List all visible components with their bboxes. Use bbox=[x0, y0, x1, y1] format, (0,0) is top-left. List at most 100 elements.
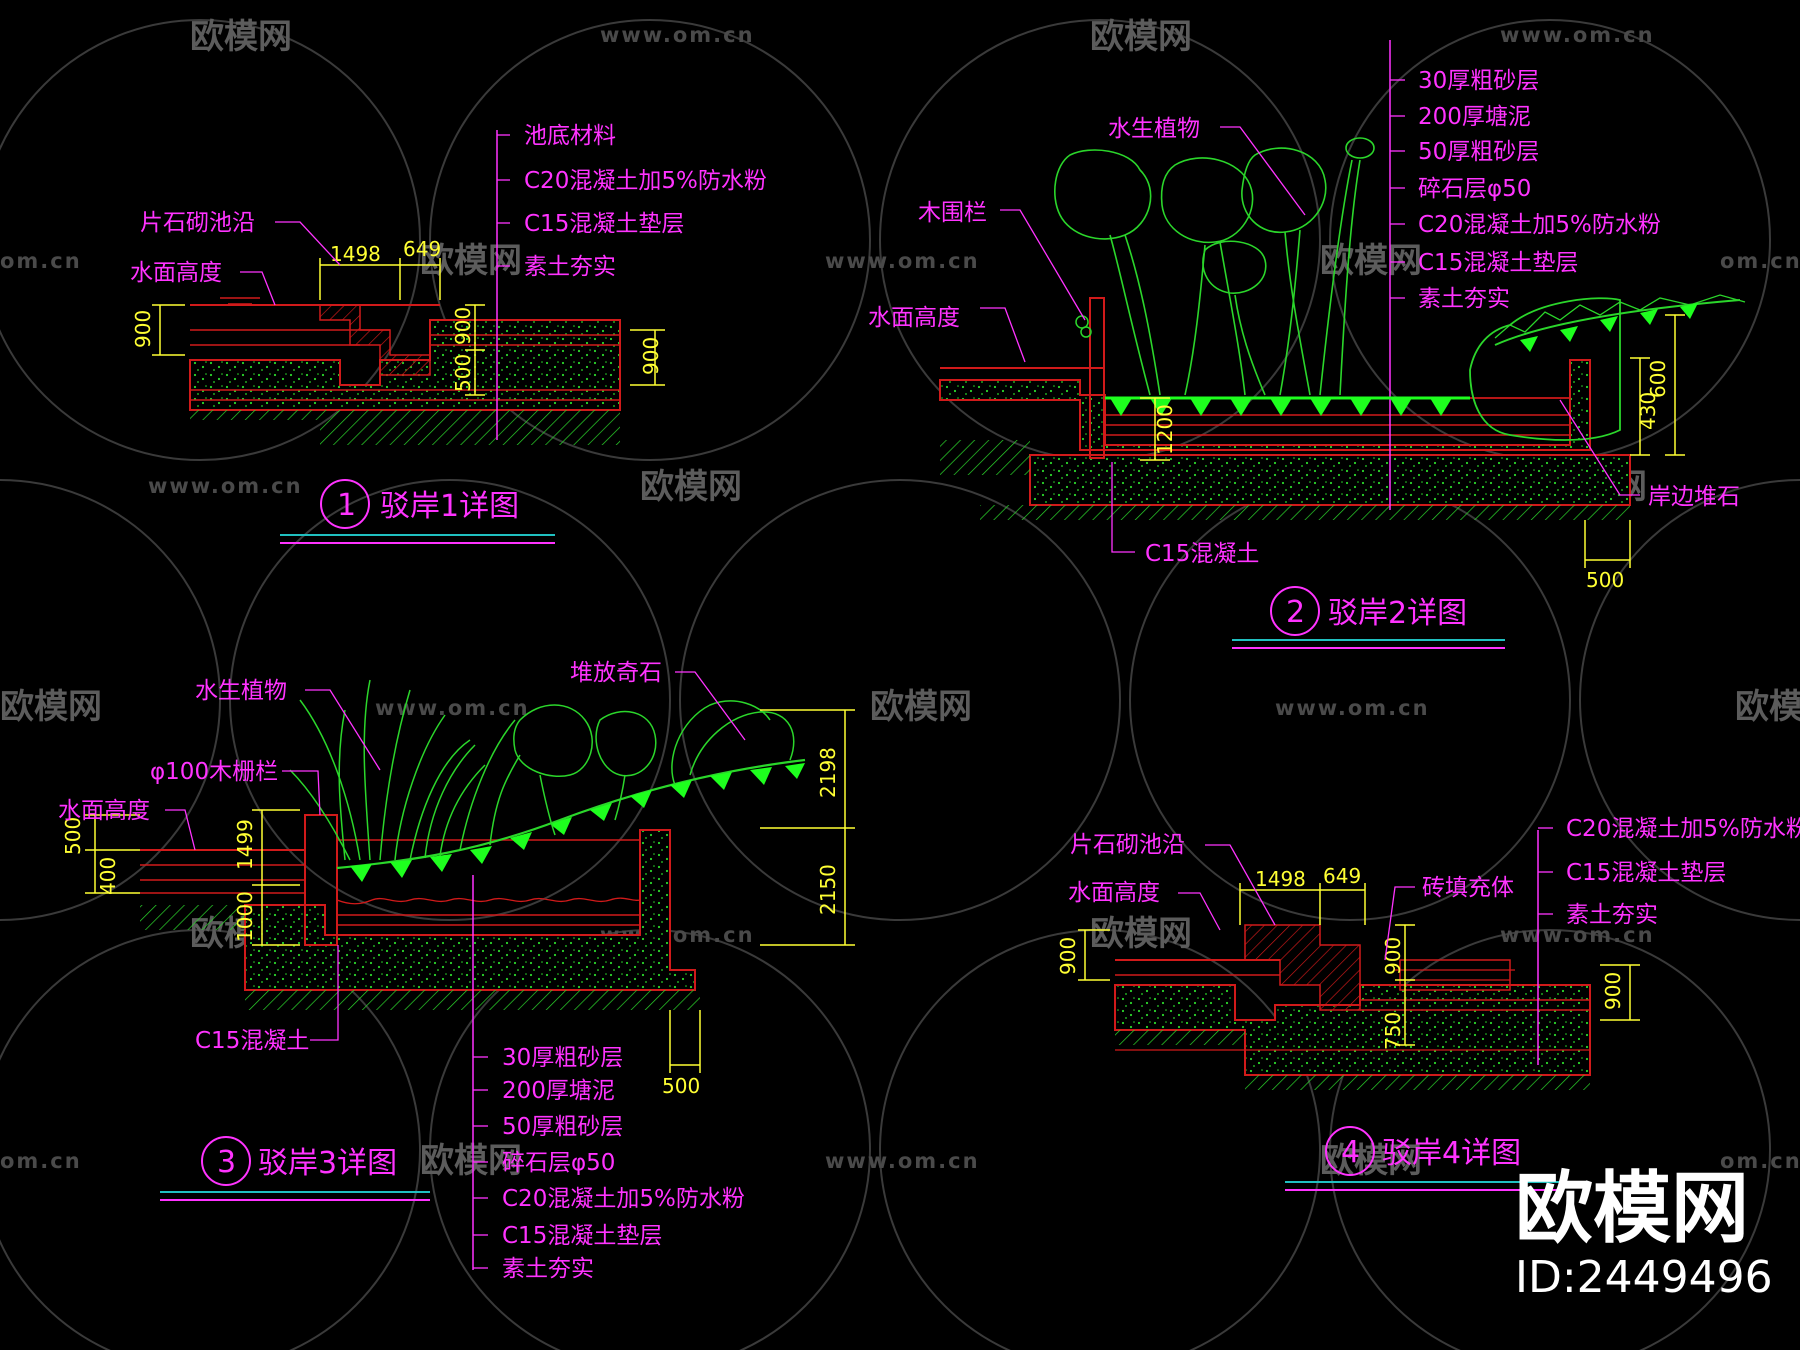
detail-1-label-water-level: 水面高度 bbox=[130, 260, 222, 286]
watermark-url: www.om.cn bbox=[825, 249, 980, 273]
detail-2-title-num: 2 bbox=[1286, 595, 1305, 630]
detail-4-dim-h-mid: 900 bbox=[1381, 937, 1405, 975]
detail-1-label-c15: C15混凝土垫层 bbox=[524, 211, 684, 237]
detail-2-layer: 50厚粗砂层 bbox=[1418, 139, 1539, 165]
watermark-brand: 欧模网 bbox=[190, 17, 292, 57]
detail-4-section bbox=[1114, 830, 1591, 1090]
detail-2-layer: C20混凝土加5%防水粉 bbox=[1418, 212, 1661, 238]
detail-4-title-block: 4 驳岸4详图 bbox=[1285, 1126, 1560, 1191]
detail-3-layer: 200厚塘泥 bbox=[502, 1078, 615, 1104]
detail-1-title: 驳岸1详图 bbox=[380, 489, 519, 524]
watermark-url: www.om.cn bbox=[1500, 923, 1655, 947]
detail-1-title-circle bbox=[320, 479, 370, 529]
detail-1-title-block: 1 驳岸1详图 bbox=[280, 479, 555, 544]
detail-2-dim-h3: 600 bbox=[1646, 360, 1670, 398]
detail-4-label-brick: 砖填充体 bbox=[1422, 875, 1514, 901]
watermark-url: www.om.cn bbox=[825, 1149, 980, 1173]
watermark-texts: 欧模网 欧模网 欧模网 欧模网 欧模网 欧模网 欧模网 欧模网 欧模网 欧模网 … bbox=[0, 17, 1800, 1181]
detail-3-title-block: 3 驳岸3详图 bbox=[160, 1136, 430, 1201]
watermark-url: www.om.cn bbox=[1500, 23, 1655, 47]
detail-3-label-fence: φ100木栅栏 bbox=[150, 759, 278, 785]
detail-2-lotus-plants bbox=[1054, 137, 1375, 396]
detail-4-dim-w2: 649 bbox=[1323, 864, 1361, 888]
detail-3-dim-a: 500 bbox=[61, 817, 85, 855]
detail-2-layer: 碎石层φ50 bbox=[1418, 176, 1531, 202]
detail-3-layer: C20混凝土加5%防水粉 bbox=[502, 1186, 745, 1212]
detail-1-dim-h-low: 500 bbox=[451, 354, 475, 392]
detail-2-layer: 素土夯实 bbox=[1418, 286, 1510, 312]
detail-3-dim-b: 400 bbox=[96, 857, 120, 895]
detail-4-title-num: 4 bbox=[1341, 1135, 1360, 1170]
detail-4-dimensions bbox=[1078, 883, 1640, 1046]
detail-3-label-plants: 水生植物 bbox=[195, 678, 287, 704]
watermark-brand: 欧模网 bbox=[640, 467, 742, 507]
detail-2-dimensions bbox=[1140, 314, 1685, 568]
detail-3-layer: 50厚粗砂层 bbox=[502, 1114, 623, 1140]
detail-3-aquatic-plants bbox=[289, 679, 795, 861]
watermark-url: om.cn bbox=[0, 1149, 82, 1173]
detail-3-layer: C15混凝土垫层 bbox=[502, 1223, 662, 1249]
detail-4-title: 驳岸4详图 bbox=[1382, 1136, 1521, 1171]
detail-4-label-stone-edge: 片石砌池沿 bbox=[1070, 832, 1185, 858]
detail-2-dim-h1: 1200 bbox=[1153, 404, 1177, 455]
detail-2-dim-h2: 430 bbox=[1636, 392, 1660, 430]
watermark-url: www.om.cn bbox=[600, 23, 755, 47]
detail-2-label-c15: C15混凝土 bbox=[1145, 541, 1259, 567]
detail-1: 1498 649 900 900 500 900 池底材料 C20混凝土加5%防… bbox=[130, 123, 767, 544]
branding-badge: 欧模网 ID:2449496 bbox=[1515, 1164, 1773, 1303]
detail-2-label-plants: 水生植物 bbox=[1108, 116, 1200, 142]
detail-4-label-water-level: 水面高度 bbox=[1068, 880, 1160, 906]
brand-logo: 欧模网 bbox=[1515, 1164, 1749, 1254]
detail-3-layer: 30厚粗砂层 bbox=[502, 1045, 623, 1071]
detail-2-dim-w: 500 bbox=[1586, 568, 1624, 592]
detail-3-dim-c: 1499 bbox=[233, 819, 257, 870]
detail-3-label-rock: 堆放奇石 bbox=[570, 660, 662, 686]
watermark-url: www.om.cn bbox=[148, 474, 303, 498]
watermark-url: om.cn bbox=[1720, 249, 1800, 273]
detail-2-label-rock: 岸边堆石 bbox=[1648, 484, 1740, 510]
detail-3-layer: 素土夯实 bbox=[502, 1256, 594, 1282]
watermark-brand: 欧模网 bbox=[870, 687, 972, 727]
watermark-brand: 欧模网 bbox=[1090, 914, 1192, 954]
detail-3-dim-f: 2150 bbox=[816, 864, 840, 915]
detail-1-label-stone-edge: 片石砌池沿 bbox=[140, 210, 255, 236]
detail-3: 500 400 1499 1000 2198 2150 500 30厚粗砂层 2… bbox=[58, 660, 855, 1282]
detail-2-title-block: 2 驳岸2详图 bbox=[1232, 586, 1505, 649]
detail-1-label-soil: 素土夯实 bbox=[524, 254, 616, 280]
detail-3-section bbox=[140, 679, 806, 1270]
watermark-url: www.om.cn bbox=[375, 696, 530, 720]
detail-3-title: 驳岸3详图 bbox=[258, 1146, 397, 1181]
detail-3-dim-e: 2198 bbox=[816, 747, 840, 798]
detail-3-title-circle bbox=[201, 1136, 251, 1186]
detail-4: 1498 649 900 900 750 900 C20混凝土加5%防水粉 C1… bbox=[1056, 816, 1800, 1191]
detail-2-title: 驳岸2详图 bbox=[1328, 596, 1467, 631]
detail-3-layer: 碎石层φ50 bbox=[502, 1150, 615, 1176]
watermark-brand: 欧模网 bbox=[1735, 687, 1800, 727]
detail-1-dim-h-right: 900 bbox=[639, 337, 663, 375]
detail-4-label-c20: C20混凝土加5%防水粉 bbox=[1566, 816, 1800, 842]
watermark-brand: 欧模网 bbox=[420, 241, 522, 281]
detail-3-dimensions bbox=[85, 709, 855, 1073]
detail-1-dim-w1: 1498 bbox=[330, 242, 381, 266]
detail-1-dim-w2: 649 bbox=[403, 237, 441, 261]
detail-1-label-c20: C20混凝土加5%防水粉 bbox=[524, 168, 767, 194]
detail-4-dim-w1: 1498 bbox=[1255, 867, 1306, 891]
watermark-url: om.cn bbox=[0, 249, 82, 273]
watermark-brand: 欧模网 bbox=[1090, 17, 1192, 57]
detail-2-section bbox=[939, 40, 1746, 520]
detail-2-label-water-level: 水面高度 bbox=[868, 305, 960, 331]
detail-2: 1200 430 600 500 30厚粗砂层 200厚塘泥 50厚粗砂层 碎石… bbox=[868, 40, 1746, 649]
detail-4-dim-h-left: 900 bbox=[1056, 937, 1080, 975]
brand-id: ID:2449496 bbox=[1515, 1252, 1773, 1303]
detail-2-label-fence: 木围栏 bbox=[918, 200, 987, 226]
detail-4-title-circle bbox=[1325, 1126, 1375, 1176]
detail-3-title-num: 3 bbox=[217, 1145, 236, 1180]
detail-1-label-pond-bottom: 池底材料 bbox=[524, 123, 616, 149]
detail-4-label-soil: 素土夯实 bbox=[1566, 902, 1658, 928]
detail-1-title-num: 1 bbox=[337, 488, 356, 523]
watermark-url: www.om.cn bbox=[1275, 696, 1430, 720]
detail-2-layer: 30厚粗砂层 bbox=[1418, 68, 1539, 94]
watermark-brand: 欧模网 bbox=[420, 1141, 522, 1181]
detail-4-dim-h-low: 750 bbox=[1381, 1012, 1405, 1050]
